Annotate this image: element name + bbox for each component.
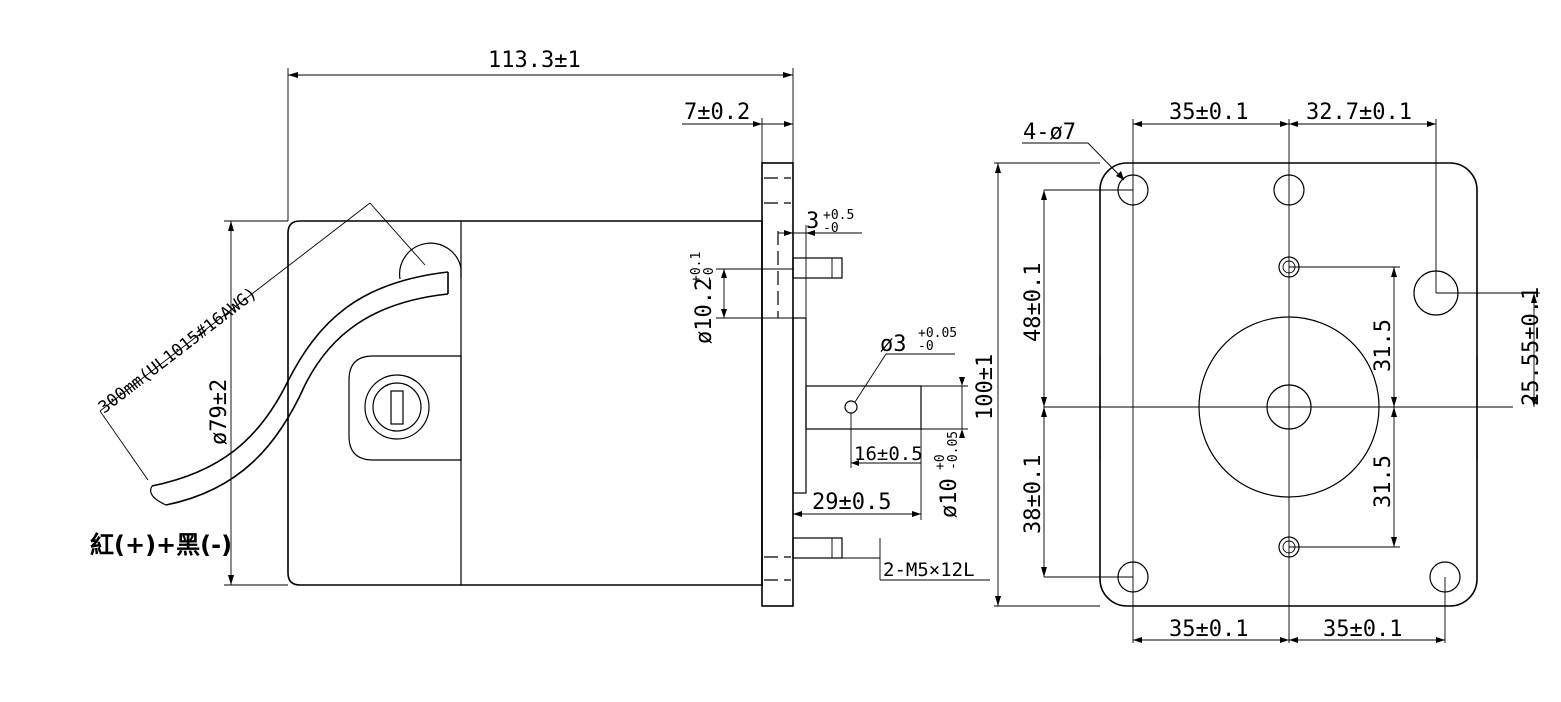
wire-color-note: 紅(+)+黑(-): [90, 531, 232, 559]
dim-upper-vertical: 48±0.1: [1021, 263, 1046, 342]
svg-text:-0: -0: [702, 267, 717, 283]
dim-top-right: 32.7±0.1: [1306, 100, 1412, 125]
brush-cap-inner: [372, 382, 422, 432]
cable-lower: [165, 293, 449, 506]
svg-text:-0: -0: [918, 339, 934, 354]
brush-holder: [348, 355, 462, 461]
svg-text:+0: +0: [933, 454, 948, 470]
svg-text:+0.1: +0.1: [689, 252, 704, 283]
screw-top: [792, 257, 843, 279]
dim-shaft-diameter: ø10: [937, 478, 962, 518]
brush-cap-outer: [364, 374, 430, 440]
dim-shaft-length: 29±0.5: [812, 490, 891, 515]
dim-bottom-right: 35±0.1: [1323, 617, 1402, 642]
cable-grommet: [399, 242, 462, 280]
dim-lower-vertical: 38±0.1: [1021, 455, 1046, 534]
dim-pilot-height: 3: [806, 209, 819, 234]
side-view: 300mm(UL1015#16AWG) 紅(+)+黑(-) 113.3±1 7±…: [90, 48, 990, 607]
dim-top-left: 35±0.1: [1169, 100, 1248, 125]
dim-screw-spec: 2-M5×12L: [883, 559, 975, 581]
dim-flange-height: 100±1: [973, 354, 998, 420]
dim-pin-position: 16±0.5: [854, 443, 923, 465]
flange-side: [761, 162, 794, 607]
dim-lower-screw-offset: 31.5: [1371, 455, 1396, 508]
dim-pin-hole: ø3: [880, 332, 907, 357]
svg-text:-0.05: -0.05: [946, 431, 961, 470]
pilot-boss: [792, 317, 807, 494]
svg-text:+0.5: +0.5: [823, 208, 854, 223]
motor-body-outline: [287, 220, 763, 586]
screw-bottom: [792, 537, 843, 559]
dim-pilot-diameter: ø10.2: [692, 278, 717, 344]
brush-cap-slot: [390, 390, 404, 425]
dim-overall-length: 113.3±1: [488, 48, 581, 73]
svg-text:+0.05: +0.05: [918, 326, 957, 341]
svg-text:-0: -0: [823, 221, 839, 236]
output-shaft: [805, 385, 922, 430]
dim-upper-screw-offset: 31.5: [1371, 319, 1396, 372]
cable-upper: [151, 271, 449, 487]
dim-mount-holes: 4-ø7: [1023, 120, 1076, 145]
dim-body-diameter: ø79±2: [207, 379, 232, 445]
dim-flange-thickness: 7±0.2: [684, 100, 750, 125]
front-view: 4-ø7 35±0.1 32.7±0.1 35±0.1 35±0.1 100±1…: [973, 100, 1544, 643]
dim-bottom-left: 35±0.1: [1169, 617, 1248, 642]
dim-right-hole-offset: 25.55±0.1: [1519, 287, 1544, 406]
cable-spec-label: 300mm(UL1015#16AWG): [95, 283, 261, 417]
pin-hole: [844, 400, 858, 414]
